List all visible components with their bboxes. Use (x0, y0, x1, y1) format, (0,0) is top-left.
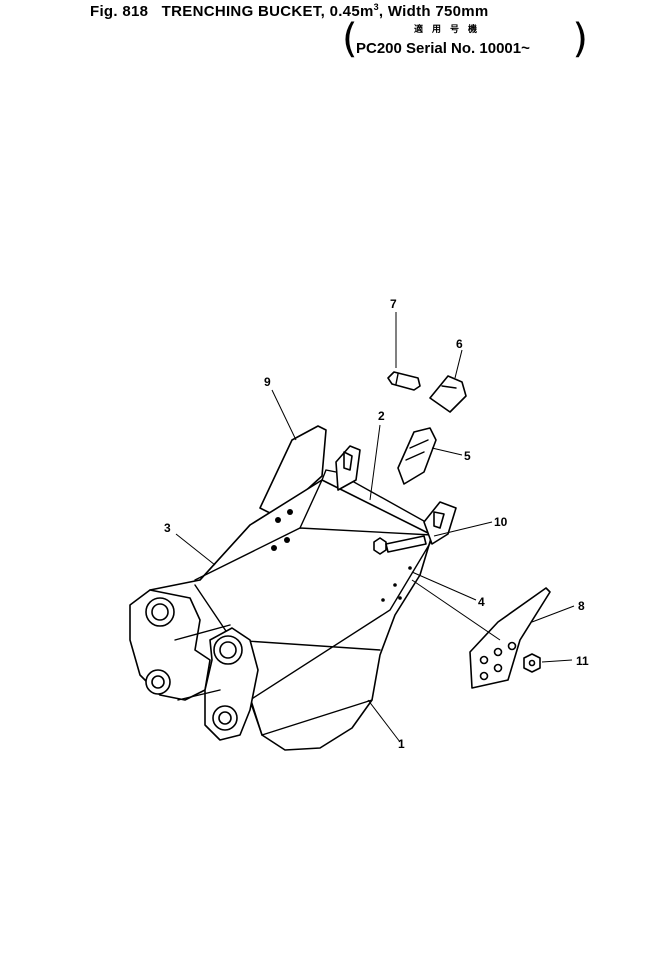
callout-8: 8 (578, 599, 585, 613)
part-11-nut (523, 653, 541, 673)
left-parenthesis: ( (342, 16, 358, 62)
applicable-label: 適用号機 (414, 25, 487, 35)
part-5-tooth (397, 427, 437, 485)
figure-title: Fig. 818 TRENCHING BUCKET, 0.45m3, Width… (90, 2, 489, 20)
callout-2: 2 (378, 409, 385, 423)
applicable-serial-block: ( 適用号機 PC200 Serial No. 10001~ ) (342, 16, 588, 66)
callout-labels: 1 2 3 4 5 6 7 8 9 10 11 (164, 297, 589, 751)
callout-3: 3 (164, 521, 171, 535)
callout-10: 10 (494, 515, 508, 529)
figure-number: Fig. 818 (90, 3, 149, 20)
callout-11: 11 (576, 654, 589, 668)
callout-9: 9 (264, 375, 271, 389)
callout-6: 6 (456, 337, 463, 351)
callout-1: 1 (398, 737, 405, 751)
callout-4: 4 (478, 595, 485, 609)
title-superscript: 3 (373, 2, 379, 12)
part-8-side-cutter (469, 587, 551, 689)
bucket-hinge-bosses (129, 589, 259, 741)
callout-7: 7 (390, 297, 397, 311)
part-6-tooth-point (429, 375, 467, 413)
right-parenthesis: ) (572, 16, 588, 62)
figure-title-text: TRENCHING BUCKET, 0.45m (161, 3, 374, 20)
leader-lines (175, 312, 575, 743)
callout-5: 5 (464, 449, 471, 463)
part-7-pin (387, 371, 421, 391)
part-10-bolt (373, 535, 427, 555)
figure-title-width: , Width 750mm (378, 3, 489, 20)
serial-number-text: PC200 Serial No. 10001~ (356, 40, 530, 57)
tooth-adapters (335, 445, 457, 545)
